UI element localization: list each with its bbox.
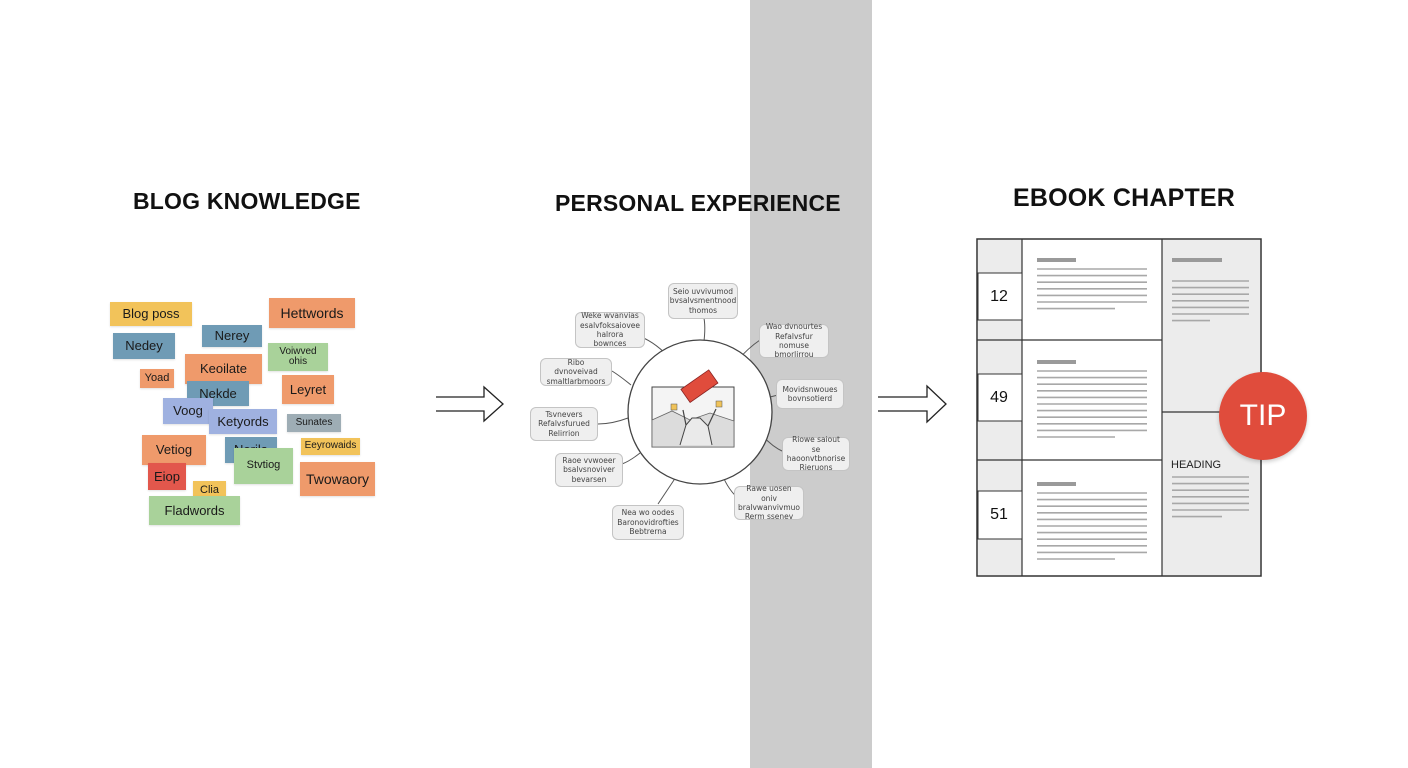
arrow-right-icon: [436, 385, 504, 423]
page-number: 49: [990, 389, 1008, 406]
sticky-note: Hettwords: [269, 298, 355, 328]
sticky-note: Nedey: [113, 333, 175, 359]
heading-label: HEADING: [1171, 459, 1222, 471]
tip-badge: TIP: [1219, 372, 1307, 460]
sticky-note: Vetiog: [142, 435, 206, 465]
mind-map-bubble: Riowe saiout se haoonvtbnorise Rieruons: [782, 435, 850, 472]
sticky-note: Eeyrowaids: [301, 438, 360, 455]
sticky-note: Nekde: [187, 381, 249, 406]
mind-map-bubble: Wao dvnourtes Refalvsfur nomuse bmorlirr…: [759, 322, 829, 359]
mind-map-bubble: Rawe uosen oniv bralvwanvivmuo Rerm ssen…: [734, 484, 804, 521]
experience-illustration: [651, 369, 735, 448]
arrow-right-icon: [878, 384, 947, 424]
mind-map-bubble: Raoe vvwoeer bsalvsnoviver bevarsen: [555, 453, 623, 487]
mind-map-bubble: Tsvnevers Refalvsfurued Relirrion: [530, 407, 598, 441]
sticky-note: Twowaory: [300, 462, 375, 496]
mind-map-bubble: Movidsnwoues bovnsotierd: [776, 379, 844, 409]
ebook-page: [976, 238, 1262, 577]
ebook-text-lines: [1037, 258, 1249, 560]
sticky-note: Sunates: [287, 414, 341, 432]
sticky-note: Fladwords: [149, 496, 240, 525]
page-number: 51: [990, 506, 1008, 523]
sticky-note: Yoad: [140, 369, 174, 388]
mind-map-bubble: Weke wvanvias esalvfoksaiovee halrora bo…: [575, 311, 645, 348]
mind-map-bubble: Nea wo oodes Baronovidrofties Bebtrerna: [612, 505, 684, 540]
sticky-note: Stvtiog: [234, 448, 293, 484]
sticky-note: Keoilate: [185, 354, 262, 384]
sticky-note: Blog poss: [110, 302, 192, 326]
page-number: 12: [990, 288, 1008, 305]
sticky-note: Eiop: [148, 463, 186, 490]
sticky-note: Leyret: [282, 375, 334, 404]
sticky-note: Clia: [193, 481, 226, 500]
mind-map-bubble: Ribo dvnoveivad smaltlarbmoors: [540, 358, 612, 386]
personal-experience-title: PERSONAL EXPERIENCE: [555, 190, 841, 216]
sticky-note: Voiwved ohis: [268, 343, 328, 371]
mind-map-bubble: Seio uvvivumod bvsalvsmentnood thomos: [668, 283, 738, 319]
sticky-note: Ketyords: [209, 409, 277, 434]
sticky-note: Nerey: [202, 325, 262, 347]
ebook-chapter-title: EBOOK CHAPTER: [1013, 184, 1236, 212]
blog-knowledge-title: BLOG KNOWLEDGE: [133, 188, 361, 214]
sticky-note: Voog: [163, 398, 213, 424]
